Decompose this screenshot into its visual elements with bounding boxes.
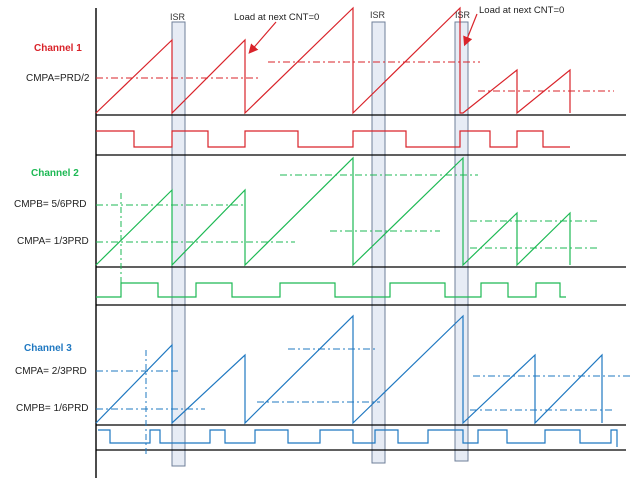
isr-bar-2 (371, 21, 386, 464)
load-note-arrow-1 (248, 21, 277, 54)
channel-1-title: Channel 1 (34, 43, 82, 54)
load-note-1: Load at next CNT=0 (234, 12, 320, 23)
isr-bar-1 (171, 21, 186, 467)
channel-3-title: Channel 3 (24, 343, 72, 354)
isr-label-3: ISR (455, 10, 471, 20)
ch2-cmpa-label: CMPA= 1/3PRD (17, 236, 89, 247)
isr-label-1: ISR (170, 12, 186, 22)
load-note-2: Load at next CNT=0 (479, 5, 565, 16)
load-note-arrow-2 (463, 13, 478, 47)
ch3-cmpb-label: CMPB= 1/6PRD (16, 403, 89, 414)
ch2-cmpb-label: CMPB= 5/6PRD (14, 199, 87, 210)
ch1-counter-sawtooth (95, 6, 571, 115)
ch3-pwm-output (98, 429, 618, 447)
ch2-pwm-output (96, 282, 566, 298)
isr-label-2: ISR (370, 10, 386, 20)
ch3-counter-sawtooth (95, 314, 603, 425)
ch3-cmpa-label: CMPA= 2/3PRD (15, 366, 87, 377)
isr-bar-3 (454, 21, 469, 462)
ch1-cmpa-label: CMPA=PRD/2 (26, 73, 90, 84)
ch2-counter-sawtooth (95, 156, 571, 267)
ch1-pwm-output (96, 130, 570, 148)
channel-2-title: Channel 2 (31, 168, 79, 179)
